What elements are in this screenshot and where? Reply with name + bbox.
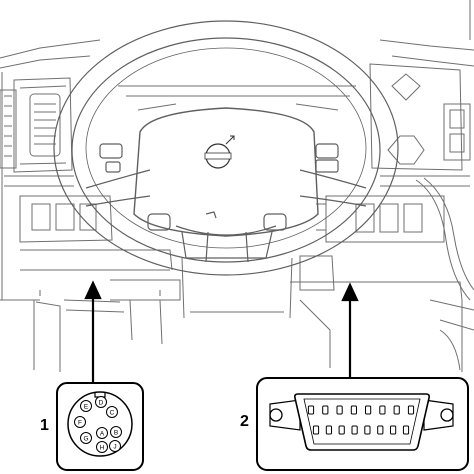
pin-letters: A B C D E F G H J [78,400,118,452]
obd-pin [350,405,357,415]
obd-socket-shell [294,393,430,451]
pin-label: C [110,410,115,417]
pin-label: H [100,445,105,452]
obd-pin [365,405,372,415]
connector-2-callout [256,377,469,471]
pin-b [110,426,122,438]
connector-pins [74,396,122,453]
pin-label: E [84,404,89,411]
obd-pin [322,405,329,415]
obd-pin [312,425,320,435]
obd-pins [307,405,415,435]
pin-c [106,406,118,418]
steering-wheel [53,20,399,276]
pin-a [96,427,108,439]
obd-pin [307,405,315,415]
pin-label: F [78,420,82,427]
connector-1-callout: A B C D E F G H J [56,382,144,471]
pin-j [109,440,121,452]
arrow-to-connector-2 [341,282,359,378]
pin-h [96,441,108,453]
volvo-logo [204,135,235,169]
pin-label: G [83,436,88,443]
pin-g [80,432,92,444]
pin-f [74,416,86,428]
obd-pin [407,405,415,415]
obd-pin [351,425,358,435]
callout-number-1: 1 [40,417,49,434]
obd-pin [390,425,397,435]
obd-pin [338,425,345,435]
pin-label: A [100,431,105,438]
pin-label: B [114,430,118,437]
pin-e [80,400,92,412]
pin-label: J [113,444,116,451]
arrow-to-connector-1 [84,280,102,382]
obd-pin [364,425,371,435]
obd-pin [379,405,386,415]
obd-pin [325,425,332,435]
dashboard-line-art [0,0,474,372]
obd-pin [377,425,384,435]
pin-d [95,396,107,408]
pin-label: D [99,400,104,407]
obd-pin [402,425,410,435]
callout-number-2: 2 [240,413,249,430]
obd-pin [336,405,343,415]
obd-pin [393,405,400,415]
